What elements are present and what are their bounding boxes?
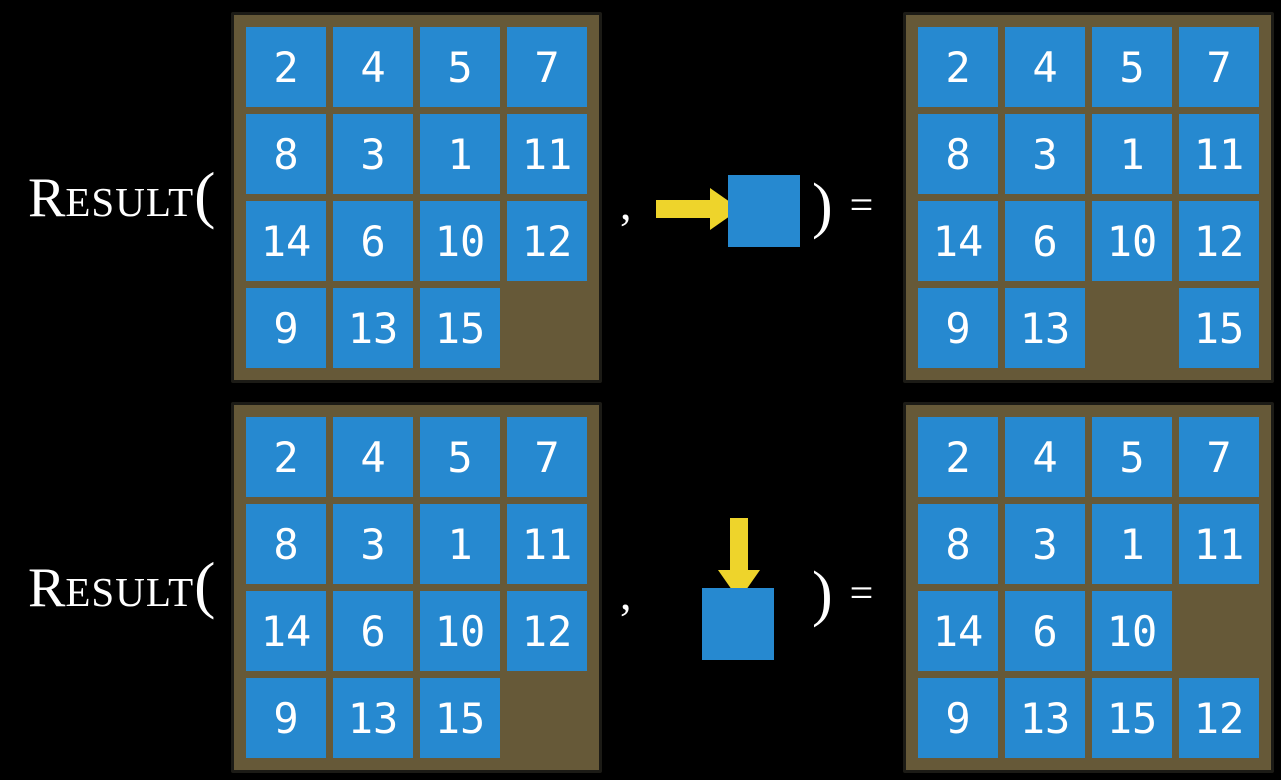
puzzle-tile-11: 11	[507, 114, 587, 194]
puzzle-tile-13: 13	[333, 288, 413, 368]
puzzle-tile-12: 12	[507, 201, 587, 281]
puzzle-tile-6: 6	[333, 201, 413, 281]
puzzle-tile-4: 4	[1005, 417, 1085, 497]
puzzle-tile-8: 8	[918, 504, 998, 584]
result-function-label: RESULT(	[28, 553, 215, 617]
puzzle-tile-13: 13	[333, 678, 413, 758]
puzzle-tile-12: 12	[507, 591, 587, 671]
puzzle-tile-1: 1	[420, 114, 500, 194]
puzzle-tile-10: 10	[420, 201, 500, 281]
puzzle-tile-12: 12	[1179, 678, 1259, 758]
puzzle-tile-1: 1	[1092, 504, 1172, 584]
puzzle-tile-9: 9	[246, 678, 326, 758]
puzzle-tile-4: 4	[333, 27, 413, 107]
puzzle-tile-14: 14	[246, 591, 326, 671]
puzzle-tile-3: 3	[333, 504, 413, 584]
puzzle-tile-3: 3	[333, 114, 413, 194]
puzzle-tile-14: 14	[918, 591, 998, 671]
puzzle-tile-5: 5	[420, 417, 500, 497]
right-arrow-shaft	[656, 200, 710, 218]
puzzle-tile-2: 2	[918, 27, 998, 107]
moving-tile-square	[728, 175, 800, 247]
puzzle-tile-7: 7	[1179, 417, 1259, 497]
equals-sign: =	[849, 571, 874, 617]
puzzle-tile-15: 15	[1179, 288, 1259, 368]
action-slide-down-icon	[702, 518, 774, 660]
puzzle-tile-2: 2	[246, 27, 326, 107]
result-function-label: RESULT(	[28, 163, 215, 227]
puzzle-tile-7: 7	[507, 417, 587, 497]
puzzle-tile-10: 10	[420, 591, 500, 671]
puzzle-tile-9: 9	[918, 678, 998, 758]
puzzle-tile-15: 15	[1092, 678, 1172, 758]
puzzle-tile-6: 6	[333, 591, 413, 671]
puzzle-tile-3: 3	[1005, 114, 1085, 194]
function-name-initial: R	[28, 167, 66, 229]
close-and-equals: ) =	[812, 556, 873, 632]
puzzle-tile-11: 11	[1179, 504, 1259, 584]
puzzle-tile-13: 13	[1005, 288, 1085, 368]
puzzle-tile-5: 5	[1092, 27, 1172, 107]
puzzle-tile-3: 3	[1005, 504, 1085, 584]
open-paren: (	[194, 549, 216, 620]
puzzle-tile-4: 4	[1005, 27, 1085, 107]
puzzle-tile-5: 5	[1092, 417, 1172, 497]
puzzle-tile-10: 10	[1092, 201, 1172, 281]
puzzle-tile-9: 9	[246, 288, 326, 368]
moving-tile-square	[702, 588, 774, 660]
puzzle-tile-14: 14	[918, 201, 998, 281]
close-paren: )	[812, 172, 833, 240]
puzzle-tile-11: 11	[507, 504, 587, 584]
puzzle-tile-9: 9	[918, 288, 998, 368]
down-arrow-shaft	[730, 518, 748, 570]
function-name-initial: R	[28, 557, 66, 619]
empty-cell	[507, 678, 587, 758]
empty-cell	[1092, 288, 1172, 368]
puzzle-tile-2: 2	[246, 417, 326, 497]
puzzle-tile-1: 1	[420, 504, 500, 584]
puzzle-tile-7: 7	[1179, 27, 1259, 107]
puzzle-tile-14: 14	[246, 201, 326, 281]
puzzle-tile-13: 13	[1005, 678, 1085, 758]
open-paren: (	[194, 159, 216, 230]
empty-cell	[507, 288, 587, 368]
puzzle-tile-8: 8	[246, 114, 326, 194]
puzzle-tile-5: 5	[420, 27, 500, 107]
close-paren: )	[812, 560, 833, 628]
puzzle-tile-7: 7	[507, 27, 587, 107]
puzzle-tile-10: 10	[1092, 591, 1172, 671]
puzzle-tile-15: 15	[420, 288, 500, 368]
puzzle-tile-6: 6	[1005, 201, 1085, 281]
puzzle-tile-15: 15	[420, 678, 500, 758]
puzzle-tile-6: 6	[1005, 591, 1085, 671]
puzzle-tile-11: 11	[1179, 114, 1259, 194]
close-and-equals: ) =	[812, 168, 873, 244]
puzzle-tile-12: 12	[1179, 201, 1259, 281]
equals-sign: =	[849, 183, 874, 229]
action-slide-right-icon	[656, 163, 816, 259]
puzzle-tile-4: 4	[333, 417, 413, 497]
empty-cell	[1179, 591, 1259, 671]
puzzle-tile-2: 2	[918, 417, 998, 497]
function-name-rest: ESULT	[65, 569, 195, 615]
comma-separator: ,	[620, 178, 632, 229]
puzzle-tile-8: 8	[918, 114, 998, 194]
comma-separator: ,	[620, 568, 632, 619]
puzzle-tile-8: 8	[246, 504, 326, 584]
function-name-rest: ESULT	[65, 179, 195, 225]
puzzle-tile-1: 1	[1092, 114, 1172, 194]
